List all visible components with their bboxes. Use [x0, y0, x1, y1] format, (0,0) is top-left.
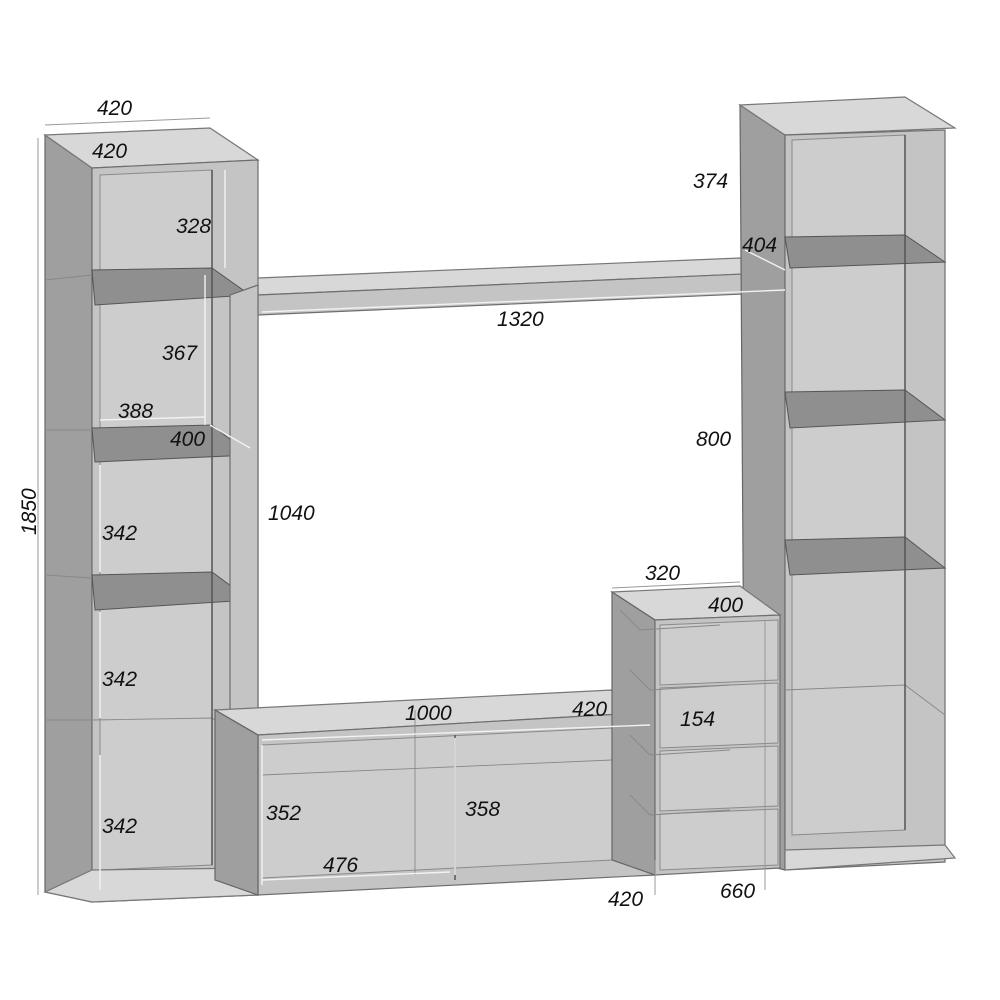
label-overall-height: 1850: [18, 488, 41, 535]
right-tower-top: [738, 96, 957, 136]
label-left-second-compartment: 367: [162, 342, 198, 365]
label-left-inner-width: 388: [118, 400, 153, 423]
label-left-compartment-1: 342: [102, 522, 137, 545]
left-vertical-panel: [229, 284, 259, 776]
label-stand-width: 1000: [405, 702, 452, 725]
label-left-compartment-3: 342: [102, 815, 137, 838]
stand-shelf: [261, 759, 613, 776]
dim-line: [99, 416, 206, 421]
left-tower: [43, 127, 260, 903]
dimension-labels: 420 420 328 367 388 400 1850 1040 342 34…: [18, 97, 777, 911]
drawer-inner-line: [629, 734, 731, 756]
label-left-side-depth: 400: [170, 428, 205, 451]
stand-interior: [261, 727, 613, 879]
left-tower-side: [44, 133, 93, 903]
left-side-line: [44, 274, 93, 281]
dim-line: [44, 117, 211, 126]
right-tower: [738, 96, 957, 871]
drawer-unit-side: [611, 590, 656, 876]
tv-stand: [212, 689, 658, 896]
drawer-inner-line: [629, 794, 731, 816]
drawer-3: [659, 745, 779, 812]
drawer-unit: [610, 585, 782, 876]
label-tv-opening-height: 1040: [268, 502, 315, 525]
dim-line: [744, 249, 786, 271]
label-left-tower-depth: 420: [92, 140, 127, 163]
drawer-inner-line: [619, 609, 721, 631]
label-drawer-unit-width: 320: [645, 562, 680, 585]
dim-line: [209, 424, 251, 449]
label-drawer-height: 154: [680, 708, 715, 731]
label-stand-left-height: 352: [266, 802, 301, 825]
label-left-top-compartment: 328: [176, 215, 211, 238]
label-left-tower-width: 420: [97, 97, 132, 120]
drawer-2: [659, 682, 779, 749]
dim-line: [261, 724, 651, 741]
dim-line: [261, 289, 786, 313]
drawer-4: [659, 808, 779, 871]
dim-line: [611, 581, 741, 589]
label-stand-depth: 420: [572, 698, 607, 721]
label-stand-right-height: 358: [465, 798, 500, 821]
label-left-compartment-2: 342: [102, 668, 137, 691]
label-stand-section-width: 476: [323, 854, 358, 877]
label-drawer-unit-depth: 400: [708, 594, 743, 617]
label-right-top-compartment: 374: [693, 170, 728, 193]
right-tower-base: [784, 844, 957, 871]
label-right-panel-height: 800: [696, 428, 731, 451]
dimension-lines: [37, 117, 786, 895]
label-right-side-depth: 404: [742, 234, 777, 257]
label-stand-bottom-depth: 420: [608, 888, 643, 911]
label-drawer-unit-height: 660: [720, 880, 755, 903]
drawer-inner-line: [629, 669, 731, 691]
left-side-line: [44, 574, 93, 579]
label-bridge-width: 1320: [497, 308, 544, 331]
dim-line: [261, 871, 451, 881]
stand-side: [214, 708, 259, 896]
drawer-1: [659, 619, 779, 686]
